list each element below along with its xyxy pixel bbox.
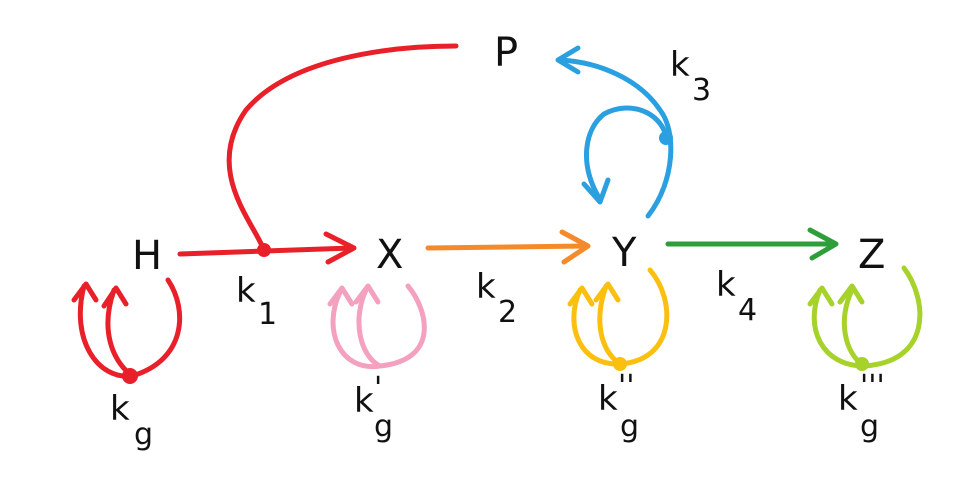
node-P: P: [494, 30, 518, 76]
rate-k4-sub: 4: [738, 293, 757, 328]
rate-kg-triple-prime-mark: ''': [860, 369, 885, 404]
arrow-X-to-Y: [425, 229, 591, 265]
node-H: H: [132, 233, 162, 279]
rate-kg-double-prime-sub: g: [620, 409, 639, 444]
rate-kg-triple-prime-base: k: [838, 379, 858, 419]
rate-k3-sub: 3: [692, 73, 711, 108]
rate-k1-base: k: [236, 271, 256, 311]
rate-kg-double-prime-base: k: [598, 379, 618, 419]
rate-kg-prime-base: k: [354, 381, 374, 421]
arrow-Y-to-P: [555, 45, 674, 219]
rate-kg-double-prime-mark: '': [618, 369, 635, 404]
rate-k2: k 2: [476, 267, 517, 330]
growth-loop-X: [327, 283, 427, 370]
rate-k2-sub: 2: [498, 295, 517, 330]
rate-kg: k g: [110, 389, 153, 452]
rate-kg-base: k: [110, 389, 130, 429]
growth-loop-Z: [807, 265, 923, 371]
node-Y: Y: [611, 230, 637, 276]
growth-loop-Y: [567, 267, 670, 371]
rate-kg-prime-mark: ': [374, 371, 382, 406]
node-Z: Z: [858, 232, 885, 278]
rate-k1: k 1: [236, 271, 277, 332]
rate-k1-sub: 1: [258, 297, 277, 332]
arrow-H-to-P: [226, 43, 459, 253]
rate-k4: k 4: [716, 265, 757, 328]
rate-k4-base: k: [716, 265, 736, 305]
rate-kg-triple-prime: k ''' g: [838, 369, 885, 444]
rate-kg-prime: k ' g: [354, 371, 393, 444]
rate-kg-triple-prime-sub: g: [860, 409, 879, 444]
rate-k3: k 3: [670, 45, 711, 108]
rate-k2-base: k: [476, 267, 496, 307]
rate-kg-prime-sub: g: [374, 409, 393, 444]
arrow-H-to-X: [177, 231, 357, 265]
rate-kg-sub: g: [134, 417, 153, 452]
rate-kg-double-prime: k '' g: [598, 369, 639, 444]
growth-loop-H: [71, 277, 183, 384]
node-X: X: [376, 232, 403, 278]
arrow-Y-to-Z: [665, 227, 839, 261]
rate-k3-base: k: [670, 45, 690, 85]
